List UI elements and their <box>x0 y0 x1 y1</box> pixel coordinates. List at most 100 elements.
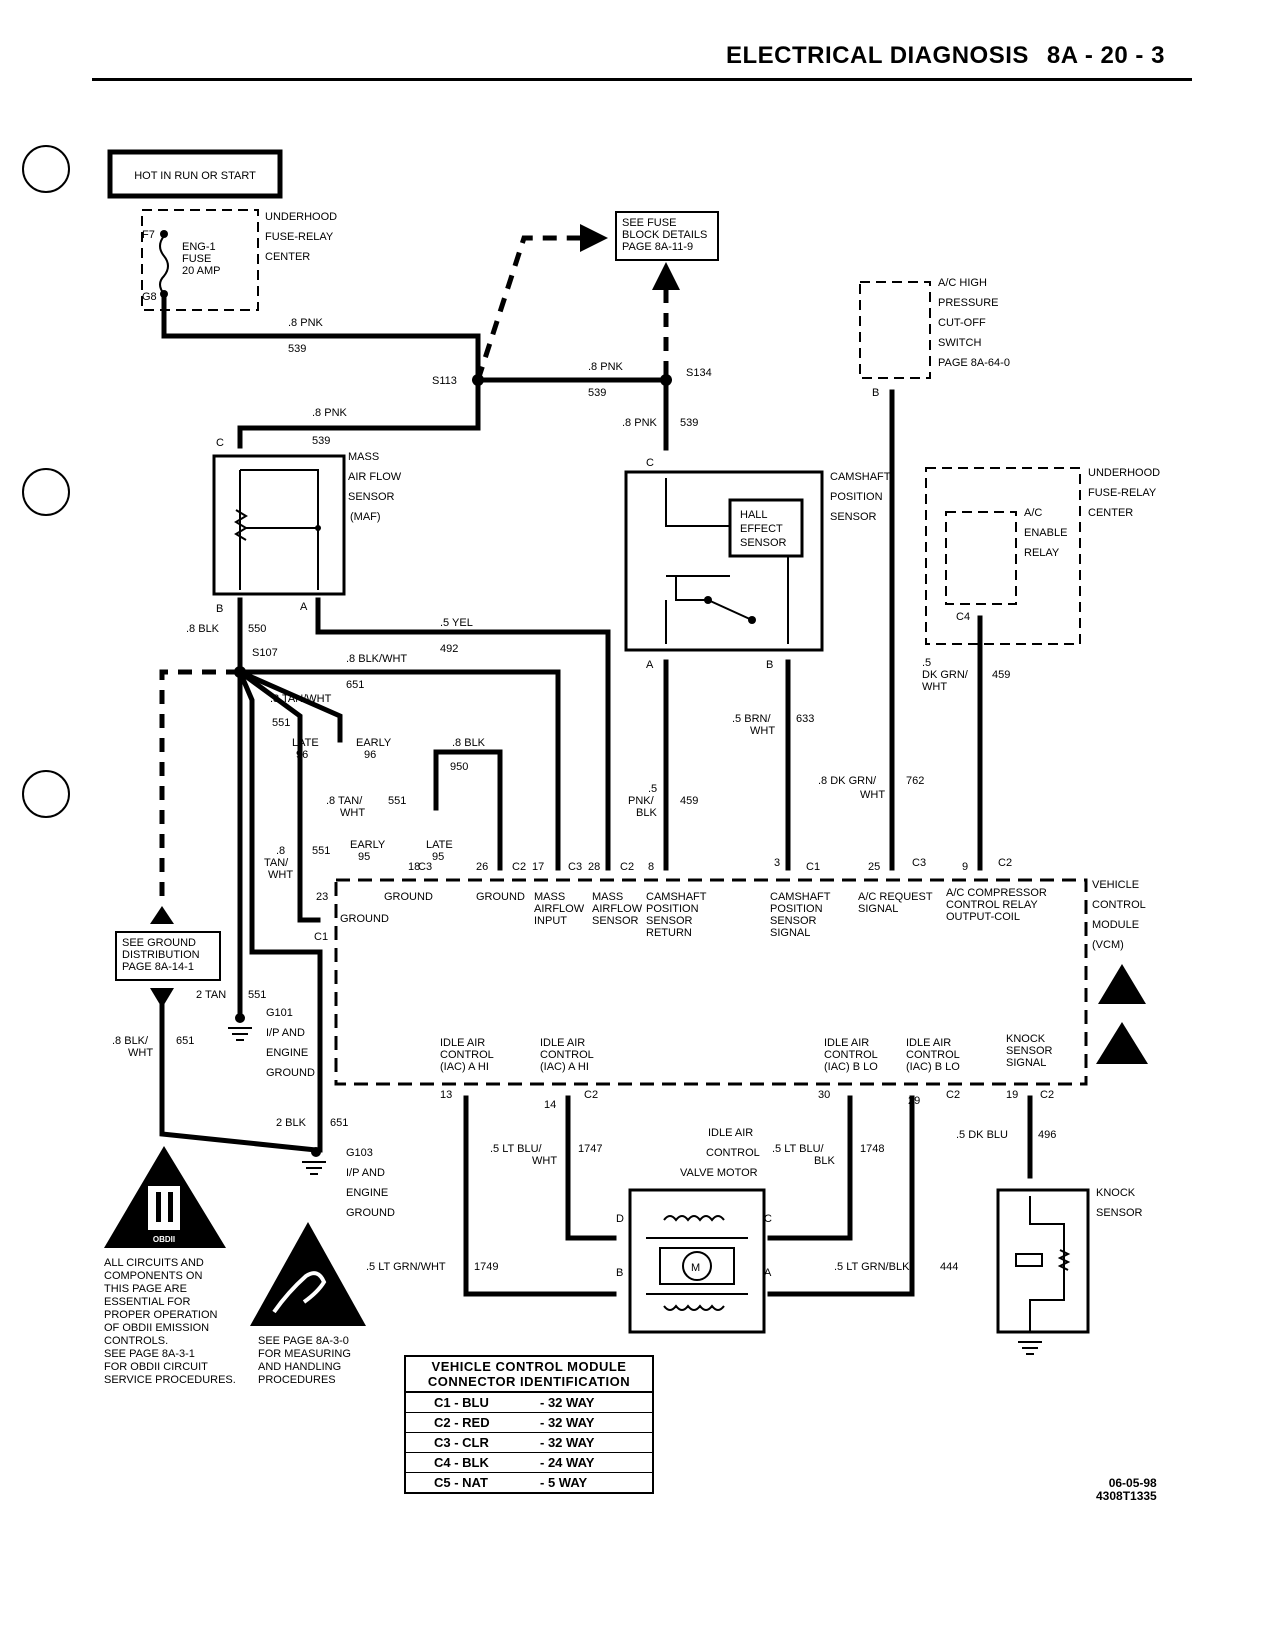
vcm-label: IDLE AIR <box>824 1037 869 1049</box>
wire-color: 2 BLK <box>276 1117 307 1129</box>
wire-color: .5 <box>922 657 931 669</box>
obd-note-line: FOR OBDII CIRCUIT <box>104 1361 208 1373</box>
wire-color: .5 LT BLU/ <box>490 1143 543 1155</box>
splice-s113 <box>472 374 484 386</box>
footer-date: 06-05-98 <box>1108 1476 1157 1490</box>
early-label: EARLY <box>356 737 392 749</box>
obd-note-line: SERVICE PROCEDURES. <box>104 1374 236 1386</box>
vcm-pin: 23 <box>316 891 328 903</box>
binder-hole-icon <box>22 145 70 193</box>
vcm-label: CONTROL <box>540 1049 594 1061</box>
splice-s134-label: S134 <box>686 367 712 379</box>
circuit-number: 1747 <box>578 1143 602 1155</box>
splice-s134 <box>660 374 672 386</box>
fuse-ref-3: PAGE 8A-11-9 <box>622 241 693 253</box>
vcm-title-2: CONTROL <box>1092 899 1146 911</box>
iac-motor-3: VALVE MOTOR <box>680 1167 758 1179</box>
vcm-conn: C2 <box>584 1089 598 1101</box>
g101-4: GROUND <box>266 1067 315 1079</box>
relay-3: RELAY <box>1024 547 1060 559</box>
obd-warning-icon <box>1096 1022 1148 1064</box>
vcm-label: CONTROL RELAY <box>946 899 1038 911</box>
ac-switch-3: CUT-OFF <box>938 317 986 329</box>
cam-label-3: SENSOR <box>830 511 877 523</box>
circuit-number: 950 <box>450 761 468 773</box>
fuse-center-2: FUSE-RELAY <box>265 231 334 243</box>
maf-label-3: SENSOR <box>348 491 395 503</box>
vcm-conn: C2 <box>620 861 634 873</box>
wire-color: .8 BLK <box>452 737 486 749</box>
wire-color: 2 TAN <box>196 989 226 1001</box>
wire-color: .5 DK BLU <box>956 1129 1008 1141</box>
vcm-label: GROUND <box>476 891 525 903</box>
g103-1: G103 <box>346 1147 373 1159</box>
esd-warning-icon <box>1098 964 1146 1004</box>
connector-table-title: VEHICLE CONTROL MODULE CONNECTOR IDENTIF… <box>406 1357 652 1393</box>
vcm-pin: 26 <box>476 861 488 873</box>
late-year: 96 <box>296 749 308 761</box>
connector-desc: - 32 WAY <box>540 1435 595 1450</box>
circuit-number: 444 <box>940 1261 958 1273</box>
circuit-number: 651 <box>330 1117 348 1129</box>
wire-color: .8 BLK <box>186 623 220 635</box>
vcm-label: POSITION <box>770 903 823 915</box>
wire-color-3: WHT <box>268 869 293 881</box>
obd-note-line: COMPONENTS ON <box>104 1270 202 1282</box>
ac-switch-pin: B <box>872 387 879 399</box>
late95-label: LATE <box>426 839 453 851</box>
connector-id: C3 - CLR <box>434 1435 489 1450</box>
vcm-pin: 29 <box>908 1095 920 1107</box>
vcm-label: SENSOR <box>592 915 639 927</box>
connector-id: C4 - BLK <box>434 1455 489 1470</box>
vcm-label: SENSOR <box>1006 1045 1053 1057</box>
circuit-number: 762 <box>906 775 924 787</box>
vcm-conn: C2 <box>946 1089 960 1101</box>
vcm-label: SENSOR <box>646 915 693 927</box>
fuse-name-1: ENG-1 <box>182 241 216 253</box>
esd-note-line: SEE PAGE 8A-3-0 <box>258 1335 349 1347</box>
wire-color-2: BLK <box>814 1155 835 1167</box>
vcm-box <box>334 878 1088 1086</box>
vcm-label: MASS <box>534 891 565 903</box>
connector-table: VEHICLE CONTROL MODULE CONNECTOR IDENTIF… <box>404 1355 654 1494</box>
hot-run-start-label: HOT IN RUN OR START <box>134 170 256 182</box>
fuse-relay-center-box <box>925 467 1081 645</box>
ground-symbol-icon <box>302 1161 326 1175</box>
connector-desc: - 24 WAY <box>540 1455 595 1470</box>
vcm-conn: C2 <box>512 861 526 873</box>
ac-switch-1: A/C HIGH <box>938 277 987 289</box>
wire-color: .5 YEL <box>440 617 473 629</box>
iac-motor <box>628 1188 766 1334</box>
circuit-number: 551 <box>272 717 290 729</box>
hall-2: EFFECT <box>740 523 783 535</box>
wire-color-2: DK GRN/ <box>922 669 969 681</box>
section-number: 8A - 20 - 3 <box>1046 42 1165 69</box>
ground-symbol-icon <box>228 1027 252 1041</box>
wire-color-2: WHT <box>750 725 775 737</box>
wire-color-2: WHT <box>128 1047 153 1059</box>
vcm-label: INPUT <box>534 915 567 927</box>
connector-table-title-1: VEHICLE CONTROL MODULE <box>431 1359 627 1374</box>
vcm-pin: 8 <box>648 861 654 873</box>
vcm-label: SIGNAL <box>770 927 810 939</box>
knock-sensor <box>996 1188 1090 1334</box>
circuit-number: 550 <box>248 623 266 635</box>
footer-code: 06-05-98 4308T1335 <box>1096 1477 1157 1503</box>
maf-pin-c: C <box>216 437 224 449</box>
maf-label-2: AIR FLOW <box>348 471 402 483</box>
wire-color-2: TAN/ <box>264 857 289 869</box>
wire-color: .8 BLK/WHT <box>346 653 407 665</box>
maf-pin-b: B <box>216 603 223 615</box>
binder-hole-icon <box>22 770 70 818</box>
knock-2: SENSOR <box>1096 1207 1143 1219</box>
vcm-conn: C3 <box>418 861 432 873</box>
fuse-center-3: CENTER <box>265 251 310 263</box>
vcm-pin: 17 <box>532 861 544 873</box>
esd-note-line: PROCEDURES <box>258 1374 336 1386</box>
vcm-label: (IAC) B LO <box>906 1061 960 1073</box>
binder-hole-icon <box>22 468 70 516</box>
vcm-pin: 25 <box>868 861 880 873</box>
wire-color: .8 BLK/ <box>112 1035 149 1047</box>
iac-pin-d: D <box>616 1213 624 1225</box>
